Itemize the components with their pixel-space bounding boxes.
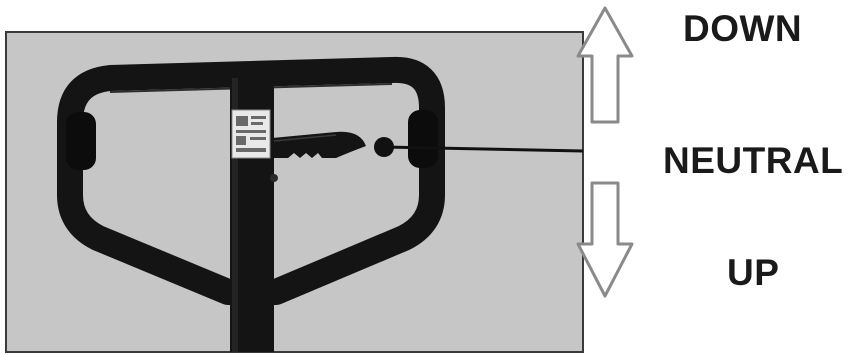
right-grip <box>408 110 438 168</box>
neutral-leader-line <box>383 145 584 153</box>
label-neutral: NEUTRAL <box>663 140 844 181</box>
shaft-bolt <box>270 174 278 182</box>
warning-label <box>231 109 271 159</box>
handle-photo <box>5 31 584 353</box>
label-down: DOWN <box>683 8 803 49</box>
handle-loop <box>57 56 445 305</box>
arrow-down-icon <box>576 181 634 298</box>
left-grip <box>66 112 96 170</box>
arrow-up-icon <box>576 6 634 124</box>
label-up: UP <box>727 252 780 293</box>
